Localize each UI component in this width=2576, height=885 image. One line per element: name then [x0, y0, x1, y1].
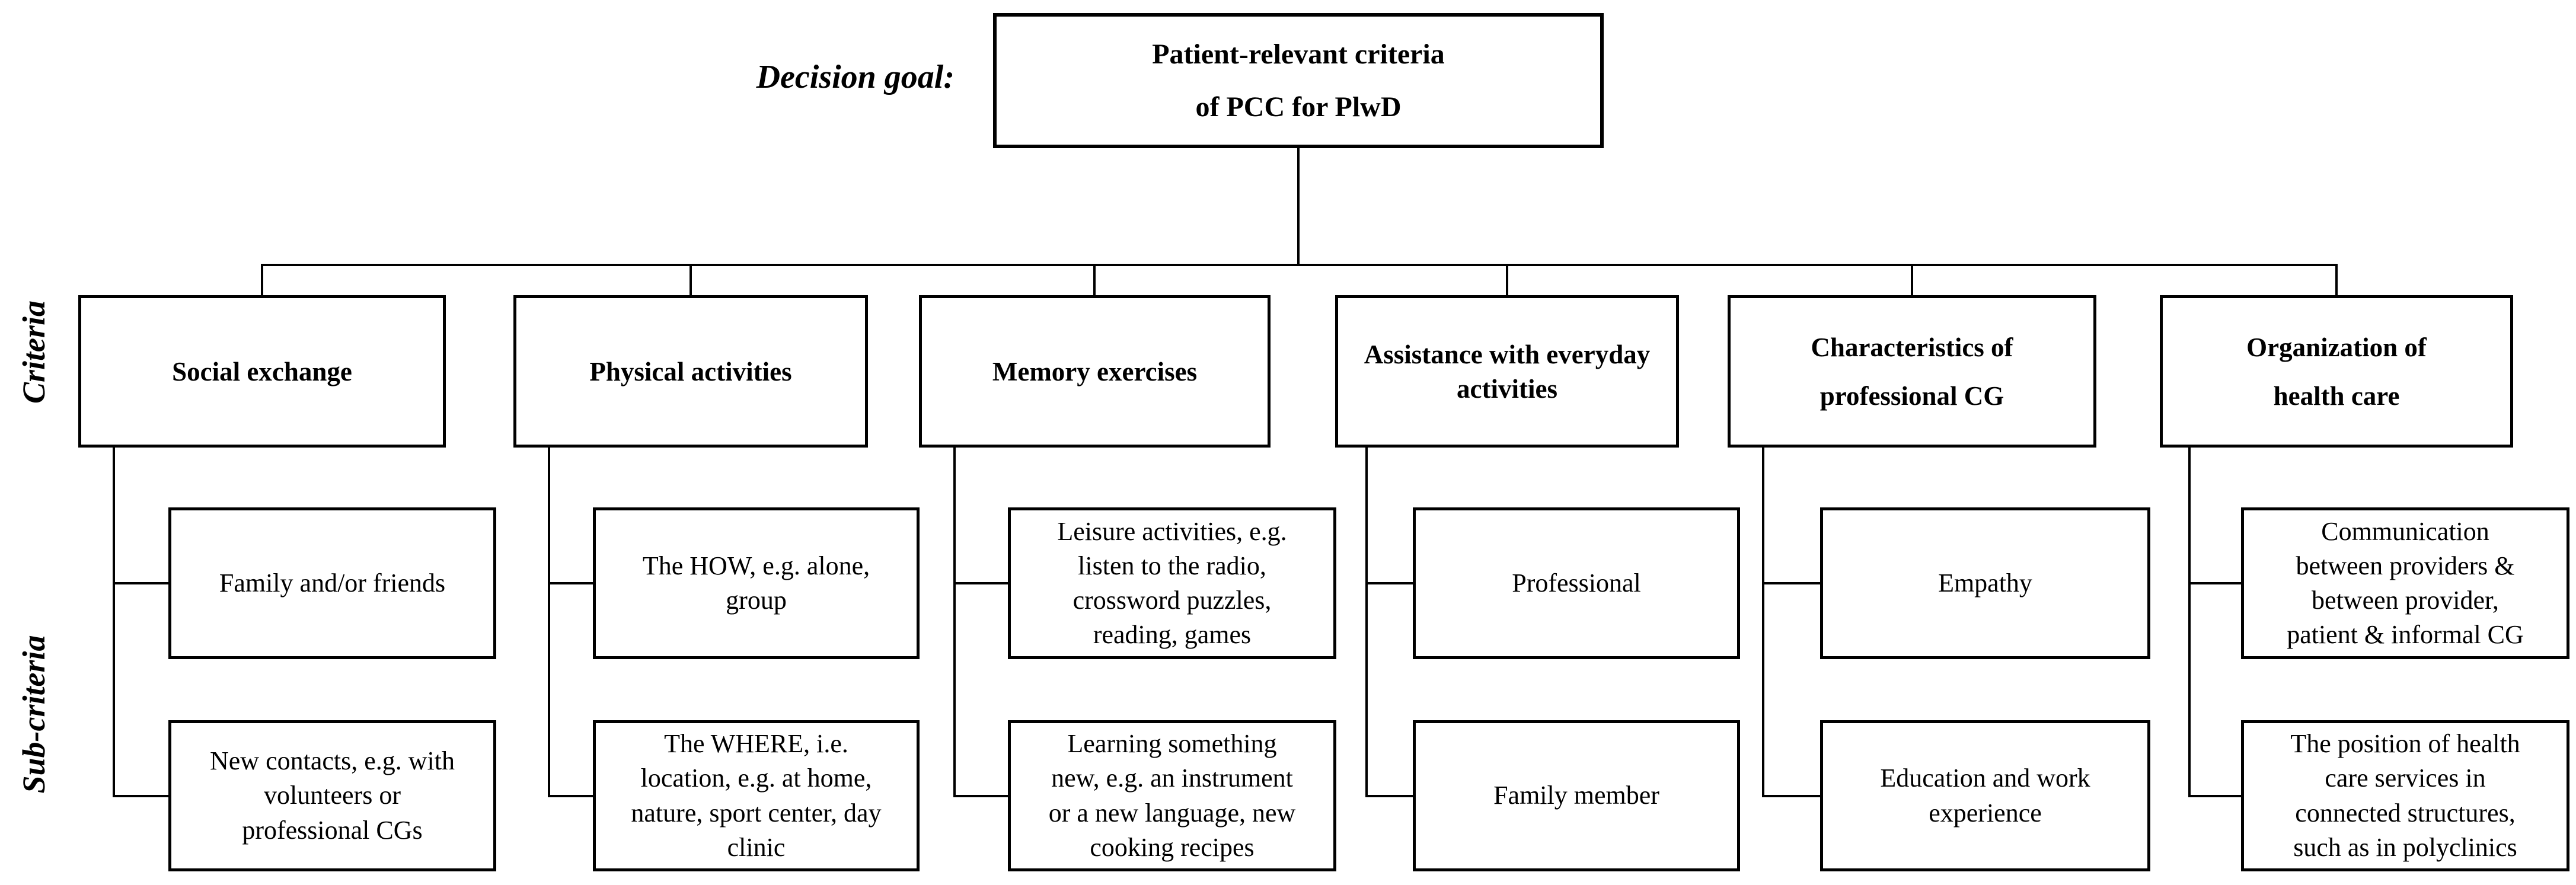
sub-box-communication: Communication between providers & betwee… — [2241, 507, 2569, 659]
sub-label: Learning something — [1067, 729, 1277, 759]
sub-box-family-friends: Family and/or friends — [168, 507, 496, 659]
sub-box-new-contacts: New contacts, e.g. with volunteers or pr… — [168, 720, 496, 871]
sub-label: New contacts, e.g. with — [210, 746, 455, 776]
goal-line: Patient-relevant criteria — [1152, 39, 1445, 70]
sub-label: listen to the radio, — [1078, 551, 1266, 580]
sub-label: crossword puzzles, — [1072, 586, 1272, 615]
sub-label: experience — [1929, 798, 2042, 828]
criterion-label: Assistance with everyday — [1364, 339, 1651, 369]
goal-line: of PCC for PlwD — [1195, 91, 1402, 123]
sub-label: The HOW, e.g. alone, — [642, 551, 870, 580]
sub-box-empathy: Empathy — [1820, 507, 2150, 659]
decision-goal-label: Decision goal: — [756, 59, 955, 95]
sub-box-education-work: Education and work experience — [1820, 720, 2150, 871]
criterion-label: Social exchange — [172, 356, 352, 386]
criterion-label: Characteristics of — [1811, 332, 2013, 362]
sub-label: nature, sport center, day — [631, 798, 882, 828]
criteria-axis-label: Criteria — [16, 300, 52, 404]
criterion-box-social-exchange: Social exchange — [78, 295, 446, 448]
criterion-label: Physical activities — [589, 356, 792, 386]
sub-label: professional CGs — [242, 815, 423, 845]
sub-label: reading, games — [1093, 620, 1252, 650]
sub-label: Communication — [2321, 516, 2489, 546]
sub-label: connected structures, — [2295, 798, 2516, 828]
sub-box-position-services: The position of health care services in … — [2241, 720, 2569, 871]
sub-label: The WHERE, i.e. — [664, 729, 848, 759]
sub-box-the-how: The HOW, e.g. alone, group — [593, 507, 920, 659]
sub-box-family-member: Family member — [1413, 720, 1740, 871]
sub-criteria-axis-label: Sub-criteria — [16, 635, 52, 794]
sub-box-learning-new: Learning something new, e.g. an instrume… — [1008, 720, 1336, 871]
criterion-label: activities — [1457, 373, 1557, 404]
sub-label: or a new language, new — [1048, 798, 1296, 828]
sub-label: volunteers or — [264, 781, 401, 810]
sub-label: cooking recipes — [1090, 832, 1255, 862]
sub-label: new, e.g. an instrument — [1051, 763, 1293, 793]
criterion-box-organization-health-care: Organization of health care — [2160, 295, 2513, 448]
sub-label: between providers & — [2296, 551, 2515, 580]
sub-label: patient & informal CG — [2287, 620, 2524, 650]
sub-box-professional: Professional — [1413, 507, 1740, 659]
sub-label: clinic — [727, 832, 786, 862]
sub-box-leisure-activities: Leisure activities, e.g. listen to the r… — [1008, 507, 1336, 659]
sub-label: Education and work — [1880, 763, 2090, 793]
sub-label: group — [726, 586, 787, 615]
sub-label: The position of health — [2290, 729, 2520, 759]
sub-label: between provider, — [2312, 586, 2499, 615]
criterion-box-characteristics-cg: Characteristics of professional CG — [1728, 295, 2096, 448]
sub-label: Family member — [1493, 781, 1659, 810]
criterion-label: Memory exercises — [992, 356, 1198, 386]
sub-label: Professional — [1512, 568, 1641, 598]
sub-label: care services in — [2325, 763, 2486, 793]
criterion-label: professional CG — [1820, 381, 2004, 411]
sub-label: Empathy — [1938, 568, 2032, 598]
criterion-label: health care — [2273, 381, 2400, 411]
criterion-label: Organization of — [2246, 332, 2427, 362]
sub-label: such as in polyclinics — [2293, 832, 2517, 862]
sub-label: Leisure activities, e.g. — [1057, 516, 1287, 546]
criterion-box-memory-exercises: Memory exercises — [919, 295, 1271, 448]
sub-label: Family and/or friends — [219, 568, 446, 598]
sub-box-the-where: The WHERE, i.e. location, e.g. at home, … — [593, 720, 920, 871]
goal-box: Patient-relevant criteria of PCC for Plw… — [993, 13, 1604, 148]
criterion-box-assistance-everyday: Assistance with everyday activities — [1335, 295, 1679, 448]
criterion-box-physical-activities: Physical activities — [513, 295, 868, 448]
sub-label: location, e.g. at home, — [640, 763, 872, 793]
